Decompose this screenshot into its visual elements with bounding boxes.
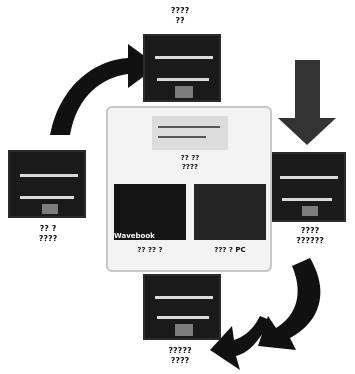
process-diagram: ???? ?? ???? ?????? ????? ???? ?? ? ????	[0, 0, 355, 374]
arrow-bottom-left-svg	[0, 0, 355, 374]
